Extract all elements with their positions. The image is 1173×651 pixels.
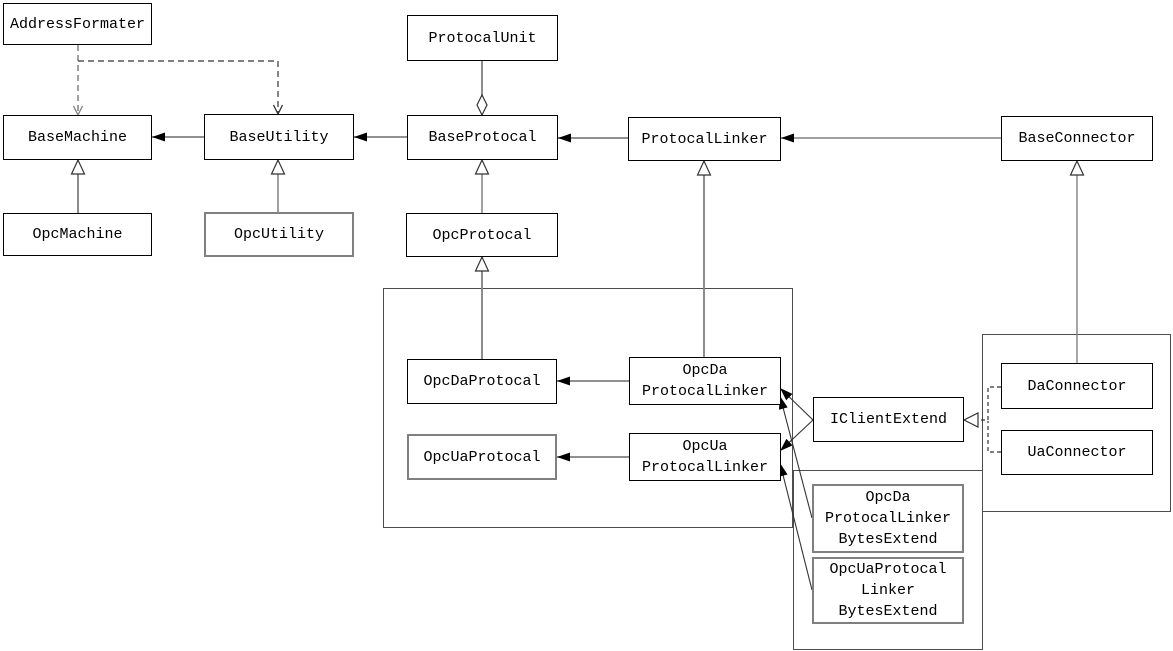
class-label: IClientExtend <box>829 411 948 428</box>
arrowhead-open-triangle <box>474 255 490 272</box>
arrowhead-filled-triangle <box>781 133 794 143</box>
class-label: OpcUtility <box>233 226 324 243</box>
class-box-opc-ua-protocal-linker-bytes-extend: OpcUaProtocal Linker BytesExtend <box>812 557 964 624</box>
class-label: OpcUaProtocal <box>423 448 541 466</box>
class-label: BaseProtocal <box>428 129 537 146</box>
class-box-i-client-extend: IClientExtend <box>813 397 964 442</box>
class-box-opc-da-protocal: OpcDaProtocal <box>407 359 557 404</box>
class-box-protocal-linker: ProtocalLinker <box>628 117 781 161</box>
class-box-ua-connector: UaConnector <box>1001 430 1153 475</box>
arrowhead-open-triangle <box>696 159 712 176</box>
class-label: DaConnector <box>1027 377 1127 395</box>
class-box-da-connector: DaConnector <box>1001 363 1153 409</box>
class-label: ProtocalUnit <box>428 29 537 47</box>
arrowhead-open-triangle <box>1069 159 1085 176</box>
class-box-address-formater: AddressFormater <box>3 3 152 45</box>
class-box-opc-ua-protocal-linker: OpcUa ProtocalLinker <box>629 433 781 481</box>
class-box-opc-machine: OpcMachine <box>3 213 152 256</box>
class-box-base-protocal: BaseProtocal <box>407 115 558 160</box>
class-box-opc-ua-protocal: OpcUaProtocal <box>407 434 557 480</box>
arrowhead-realization-triangle <box>962 412 979 428</box>
class-label: UaConnector <box>1027 444 1127 461</box>
class-label: OpcDa ProtocalLinker <box>641 362 769 400</box>
class-box-opc-utility: OpcUtility <box>204 212 354 257</box>
class-label: OpcUa ProtocalLinker <box>641 438 769 476</box>
arrowhead-aggregation-diamond <box>476 93 488 117</box>
edge-association-opc-ua-protocal-linker-bytes-extend--opc-ua-protocal-linker <box>779 462 813 591</box>
arrowhead-open-triangle <box>270 158 286 175</box>
class-label: OpcMachine <box>32 226 123 243</box>
arrowhead-filled-triangle <box>558 133 571 143</box>
arrowhead-filled-triangle <box>557 452 570 462</box>
class-label: BaseMachine <box>27 129 128 146</box>
arrowhead-filled-triangle <box>354 132 367 142</box>
arrowhead-filled-triangle <box>780 388 793 401</box>
class-label: OpcDaProtocal <box>423 373 541 390</box>
arrowhead-open-triangle <box>70 158 86 175</box>
class-label: AddressFormater <box>9 15 146 33</box>
class-box-base-utility: BaseUtility <box>204 114 354 160</box>
class-box-opc-da-protocal-linker: OpcDa ProtocalLinker <box>629 357 781 405</box>
class-box-opc-protocal: OpcProtocal <box>406 213 558 257</box>
arrowhead-filled-triangle <box>778 396 788 410</box>
edge-dependency-address-formater--base-utility <box>78 60 279 114</box>
arrowhead-filled-triangle <box>152 132 165 142</box>
class-label: BaseConnector <box>1018 130 1136 147</box>
class-label: BaseUtility <box>229 128 329 146</box>
arrowhead-filled-triangle <box>780 438 793 451</box>
class-label: ProtocalLinker <box>641 130 768 148</box>
class-box-base-machine: BaseMachine <box>3 115 152 160</box>
arrowhead-open-triangle <box>474 158 490 175</box>
class-label: OpcProtocal <box>432 226 532 244</box>
arrowhead-filled-triangle <box>557 376 570 386</box>
container-bytes-extend-group <box>793 470 983 650</box>
edge-association-opc-da-protocal-linker-bytes-extend--opc-da-protocal-linker <box>779 395 813 519</box>
class-label: OpcDa ProtocalLinker BytesExtend <box>824 489 952 548</box>
class-box-protocal-unit: ProtocalUnit <box>407 15 558 61</box>
class-box-base-connector: BaseConnector <box>1001 116 1153 161</box>
class-label: OpcUaProtocal Linker BytesExtend <box>829 561 947 620</box>
container-opc-protocal-group <box>383 288 793 528</box>
class-box-opc-da-protocal-linker-bytes-extend: OpcDa ProtocalLinker BytesExtend <box>812 484 964 553</box>
